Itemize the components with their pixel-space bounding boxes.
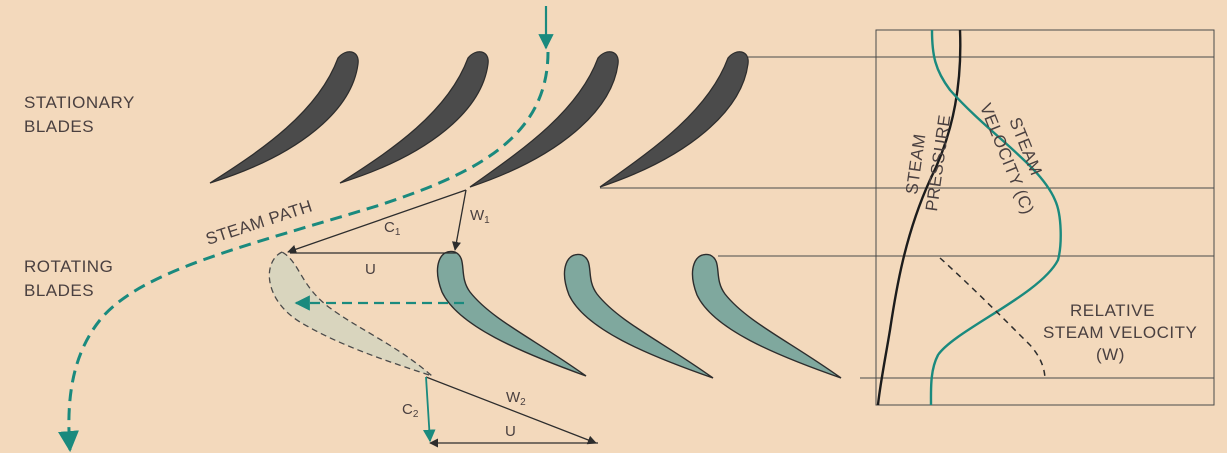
steam-pressure-label: STEAM PRESSURE	[902, 113, 954, 212]
w1-label: W1	[470, 207, 490, 226]
rotating-blades	[437, 250, 842, 379]
vector-c2	[423, 376, 436, 443]
vector-w1	[452, 189, 467, 251]
stationary-blades	[209, 51, 749, 188]
vector-w2	[425, 376, 597, 445]
ghost-rotating-blade	[268, 251, 433, 377]
graph-frame	[875, 29, 1215, 406]
u-bottom-label: U	[505, 423, 516, 440]
stationary-label-line2: BLADES	[24, 117, 94, 136]
rotating-blade-1	[437, 250, 587, 377]
stationary-blade-1	[209, 51, 359, 184]
rotating-label-line2: BLADES	[24, 281, 94, 300]
exit-velocity-triangle	[423, 376, 598, 448]
c2-label: C2	[402, 401, 419, 420]
steam-velocity-curve	[929, 29, 1062, 406]
stationary-blade-3	[469, 51, 619, 188]
relative-label-line3: (W)	[1096, 345, 1125, 364]
rotating-blade-3	[692, 253, 842, 379]
entry-velocity-triangle	[287, 189, 467, 254]
rotating-blade-2	[564, 253, 714, 379]
stationary-blade-4	[599, 51, 749, 188]
relative-label-line2: STEAM VELOCITY	[1043, 323, 1197, 342]
steam-path-curve	[58, 51, 550, 453]
vector-c1	[287, 189, 467, 254]
stationary-blade-2	[339, 51, 489, 184]
rotating-label-line1: ROTATING	[24, 257, 113, 276]
w2-label: W2	[506, 389, 526, 408]
u-top-label: U	[365, 261, 376, 278]
relative-velocity-curve	[939, 257, 1046, 381]
relative-label-line1: RELATIVE	[1070, 301, 1155, 320]
stationary-label-line1: STATIONARY	[24, 93, 135, 112]
c1-label: C1	[384, 219, 401, 238]
svg-text:PRESSURE: PRESSURE	[922, 113, 954, 212]
